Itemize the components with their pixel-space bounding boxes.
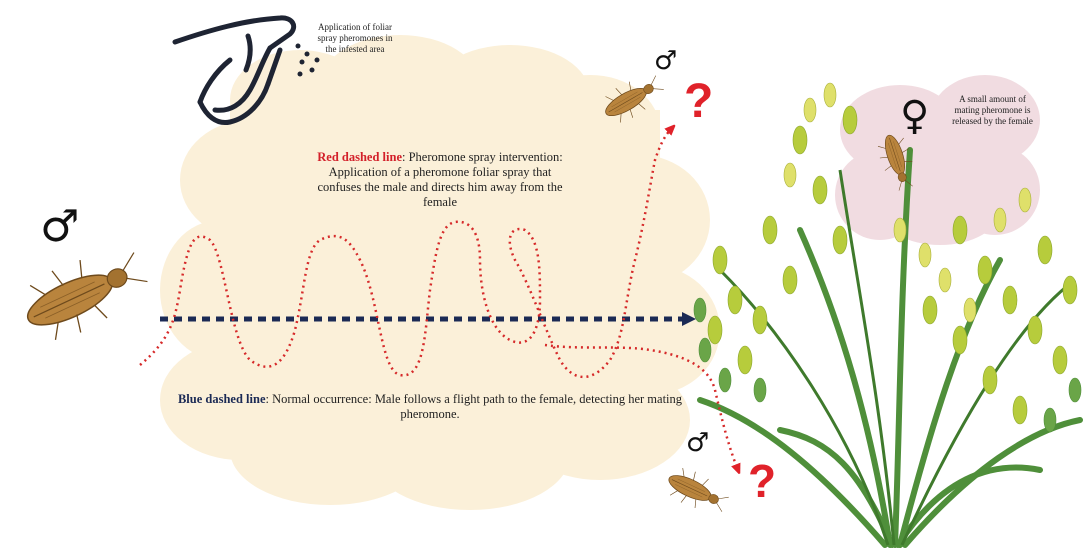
spray-caption: Application of foliar spray pheromones i…	[300, 22, 410, 55]
question-mark-top: ?	[684, 78, 713, 126]
male-symbol-top-right: ♂	[654, 48, 677, 74]
blue-line-key: Blue dashed line	[178, 392, 266, 406]
male-symbol-large: ♂	[40, 205, 79, 249]
question-mark-bottom: ?	[748, 458, 776, 504]
pheromone-cloud	[160, 35, 720, 510]
red-line-legend: Red dashed line: Pheromone spray interve…	[260, 150, 620, 210]
female-pheromone-caption: A small amount of mating pheromone is re…	[940, 94, 1045, 127]
blue-line-legend: Blue dashed line: Normal occurrence: Mal…	[130, 392, 730, 422]
male-symbol-bottom-right: ♂	[686, 430, 709, 456]
female-symbol: ♀	[900, 96, 929, 136]
male-beetle-large	[14, 236, 155, 350]
male-beetle-bottom-right	[662, 463, 733, 520]
red-line-key: Red dashed line	[317, 150, 402, 164]
